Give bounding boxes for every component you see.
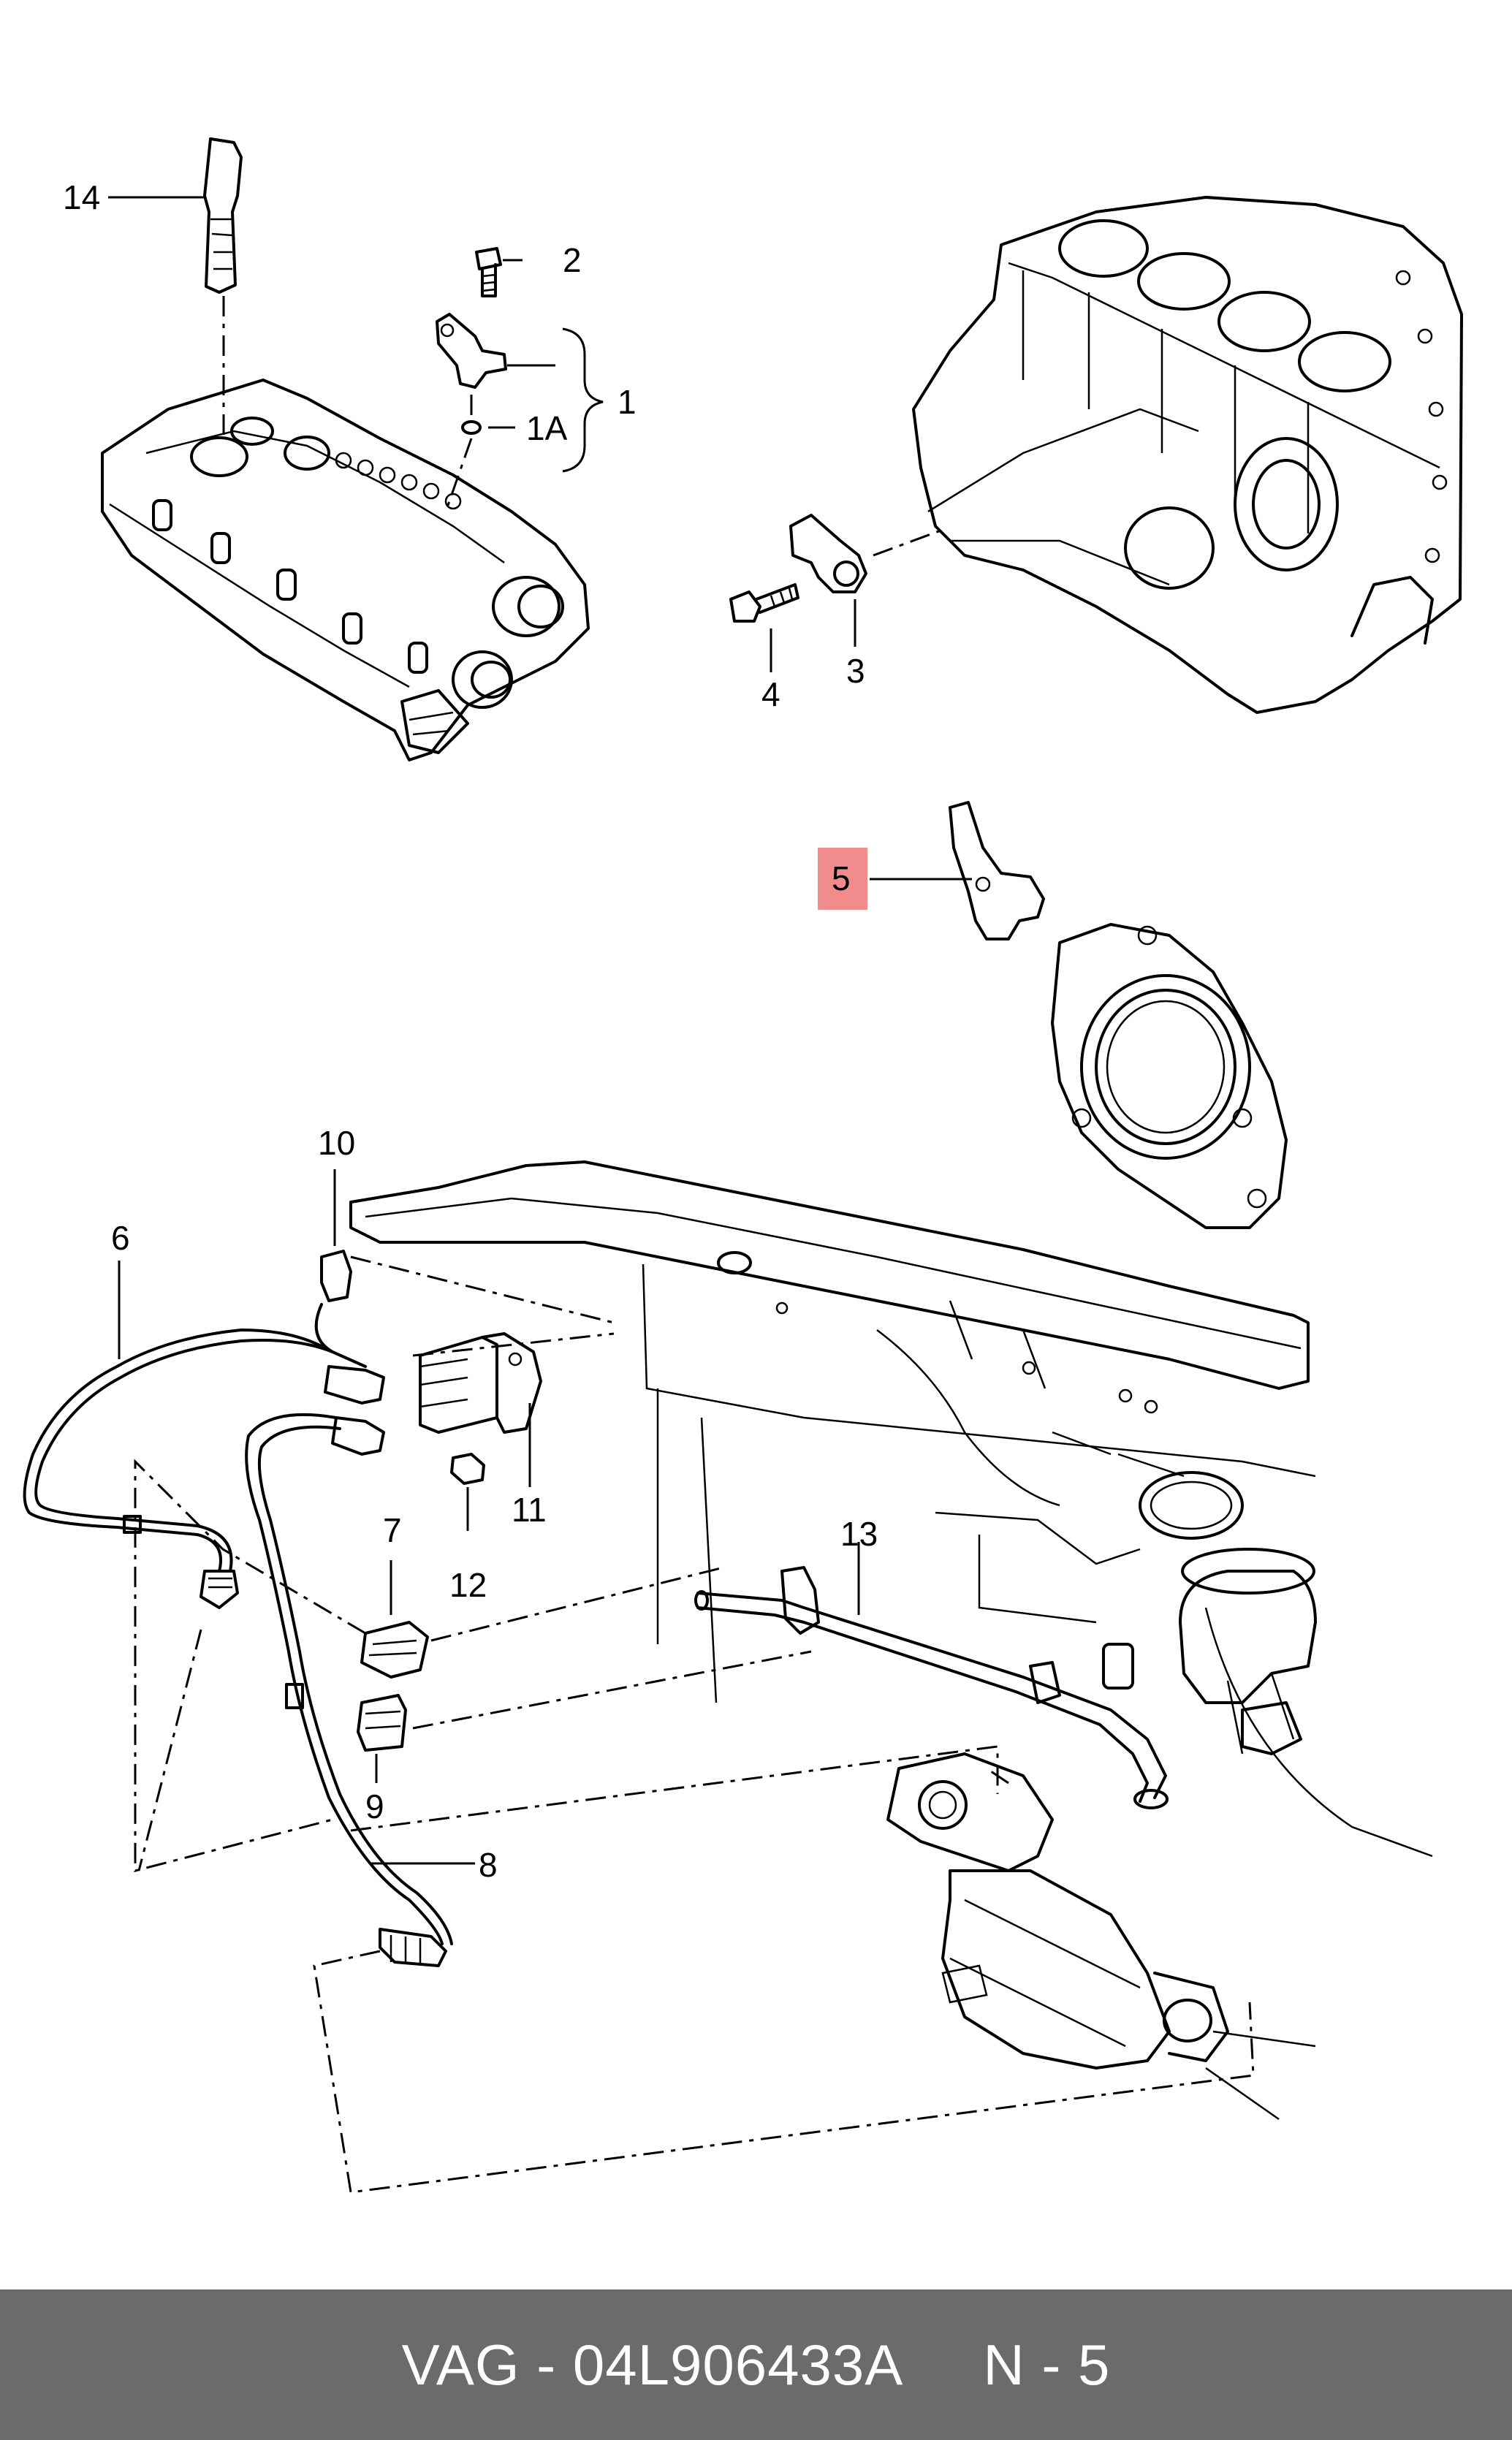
reference-lines xyxy=(134,1255,1255,2194)
part-7-clip xyxy=(360,1560,429,1679)
label-11: 11 xyxy=(512,1491,547,1529)
part-13-pipe xyxy=(694,1542,1169,1809)
label-5: 5 xyxy=(832,859,851,897)
label-9: 9 xyxy=(365,1787,384,1825)
part-3-knock-sensor xyxy=(789,514,943,647)
part-5-crankshaft-sensor xyxy=(870,801,1045,940)
label-1A: 1A xyxy=(526,409,568,447)
label-6: 6 xyxy=(111,1219,130,1257)
part-2-bolt xyxy=(475,247,523,297)
part-1A-o-ring xyxy=(444,420,515,512)
cylinder-head-cover xyxy=(101,379,590,761)
label-10: 10 xyxy=(318,1124,355,1162)
label-4: 4 xyxy=(761,675,780,713)
seal-flange xyxy=(1051,923,1288,1229)
part-12-nut xyxy=(450,1453,485,1531)
label-1: 1 xyxy=(618,383,637,421)
part-5-highlight xyxy=(818,848,867,910)
part-9-clip xyxy=(357,1694,407,1783)
part-1-camshaft-sensor xyxy=(436,313,555,417)
label-2: 2 xyxy=(563,241,582,279)
callout-labels: 14 2 1 1A 3 4 5 10 6 11 12 13 7 9 8 xyxy=(63,178,878,1884)
catalytic-converter xyxy=(886,1752,1316,2121)
vehicle-subframe xyxy=(349,1160,1433,1858)
label-3: 3 xyxy=(846,652,865,690)
part-6-lambda-sensor xyxy=(23,1261,385,1609)
part-11-bracket xyxy=(419,1332,542,1487)
label-8: 8 xyxy=(479,1846,498,1884)
label-7: 7 xyxy=(383,1511,402,1549)
part-14-valve xyxy=(203,137,243,438)
label-13: 13 xyxy=(840,1515,878,1553)
footer-part-number: VAG - 04L906433A N - 5 xyxy=(401,2332,1111,2397)
label-14: 14 xyxy=(63,178,100,216)
part-number-footer: VAG - 04L906433A N - 5 xyxy=(0,2289,1512,2440)
part-8-lambda-sensor-2 xyxy=(245,1413,475,1967)
bracket-1 xyxy=(562,327,604,473)
part-4-bolt xyxy=(729,583,799,672)
label-12: 12 xyxy=(449,1566,487,1604)
engine-block xyxy=(912,196,1463,714)
part-10-clip xyxy=(320,1169,352,1302)
